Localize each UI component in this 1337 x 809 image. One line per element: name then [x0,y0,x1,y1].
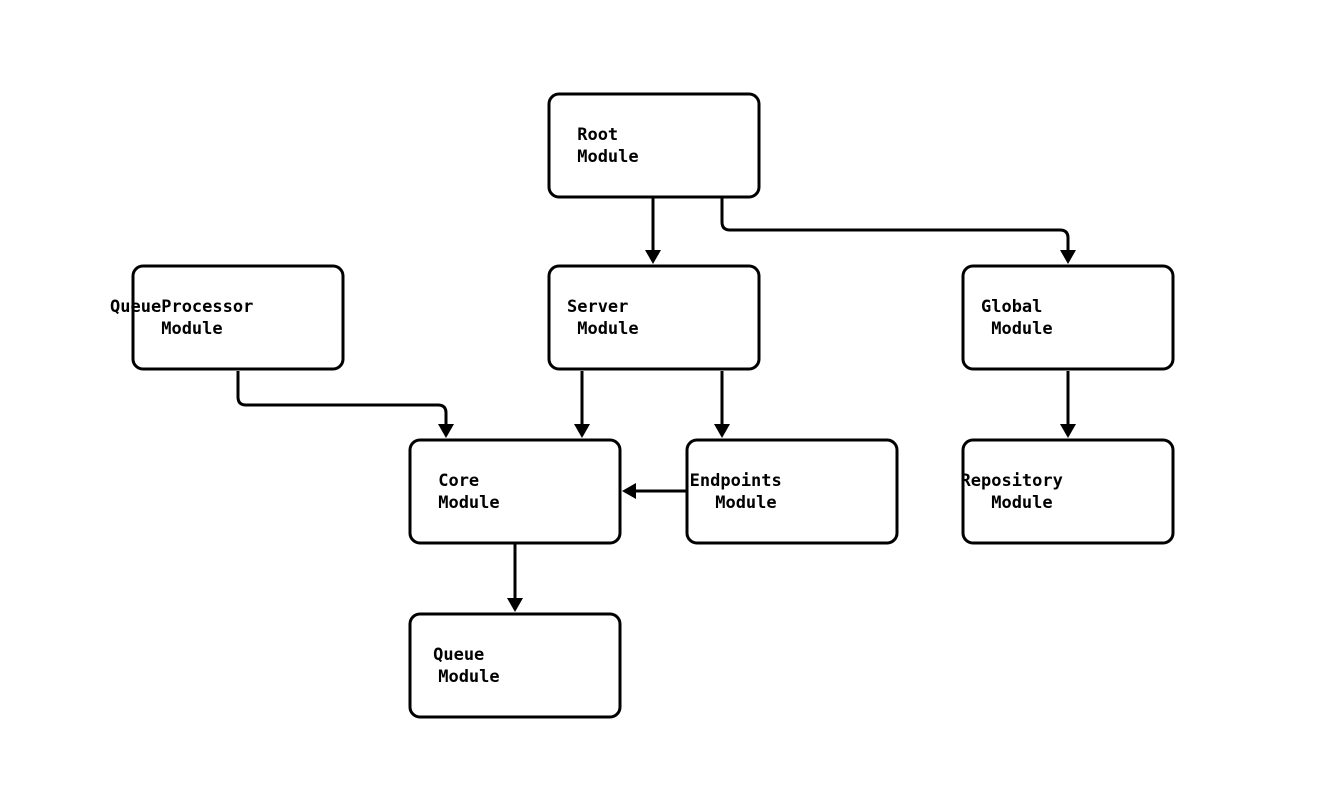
node-rect[interactable] [408,438,622,545]
arrow-head-down [714,424,730,438]
node-label-line2: Module [577,319,638,339]
node-server-module[interactable]: Server Module [547,264,761,371]
node-endpoints-module[interactable]: Endpoints Module [685,438,899,545]
node-label-line2: Module [438,667,499,687]
arrow-head-down [438,424,454,438]
node-label-line1: QueueProcessor [110,297,253,317]
node-queue-module[interactable]: Queue Module [408,612,622,719]
node-label-line1: Core [438,471,479,491]
node-repository-module[interactable]: Repository Module [961,438,1176,545]
arrow-head-down [1060,250,1076,264]
edge-root-to-global [720,197,1076,264]
node-label: Global Module [981,297,1155,339]
node-rect[interactable] [961,438,1175,545]
node-rect[interactable] [408,612,622,719]
edge-line [720,197,1070,250]
node-label-line2: Module [991,493,1052,513]
node-label-line1: Endpoints [690,471,782,491]
edge-queueprocessor-to-core [236,371,454,438]
edge-server-to-endpoints [714,371,730,438]
node-label-line2: Module [991,319,1052,339]
node-label-line1: Queue [433,645,484,665]
node-rect[interactable] [131,264,345,371]
node-queueprocessor-module[interactable]: QueueProcessor Module [110,264,366,371]
arrow-head-left [622,483,636,499]
node-label-line2: Module [438,493,499,513]
node-root-module[interactable]: Root Module [547,92,761,199]
node-rect[interactable] [685,438,899,545]
node-label-line1: Root [577,125,618,145]
node-layer: Root Module QueueProcessor Module Server… [110,92,1176,719]
arrow-head-down [507,598,523,612]
arrow-head-down [1060,424,1076,438]
node-label-line2: Module [161,319,222,339]
node-label: Server Module [567,297,741,339]
node-label-line2: Module [577,147,638,167]
node-label: Repository Module [961,471,1176,513]
arrow-head-down [645,250,661,264]
node-label-line2: Module [715,493,776,513]
node-label-line1: Server [567,297,628,317]
node-core-module[interactable]: Core Module [408,438,622,545]
edge-server-to-core [574,371,590,438]
node-label: QueueProcessor Module [110,297,366,339]
edge-endpoints-to-core [622,483,687,499]
edge-root-to-server [645,197,661,264]
node-label: Core Module [438,471,592,513]
node-rect[interactable] [547,264,761,371]
node-label: Root Module [577,125,731,167]
node-label-line1: Global [981,297,1042,317]
node-label-line1: Repository [961,471,1063,491]
node-label: Endpoints Module [690,471,895,513]
arrow-head-down [574,424,590,438]
node-rect[interactable] [961,264,1175,371]
node-label: Queue Module [433,645,597,687]
node-rect[interactable] [547,92,761,199]
node-global-module[interactable]: Global Module [961,264,1175,371]
edge-global-to-repository [1060,371,1076,438]
edge-layer [236,197,1076,612]
edge-line [236,371,448,424]
edge-core-to-queue [507,543,523,612]
